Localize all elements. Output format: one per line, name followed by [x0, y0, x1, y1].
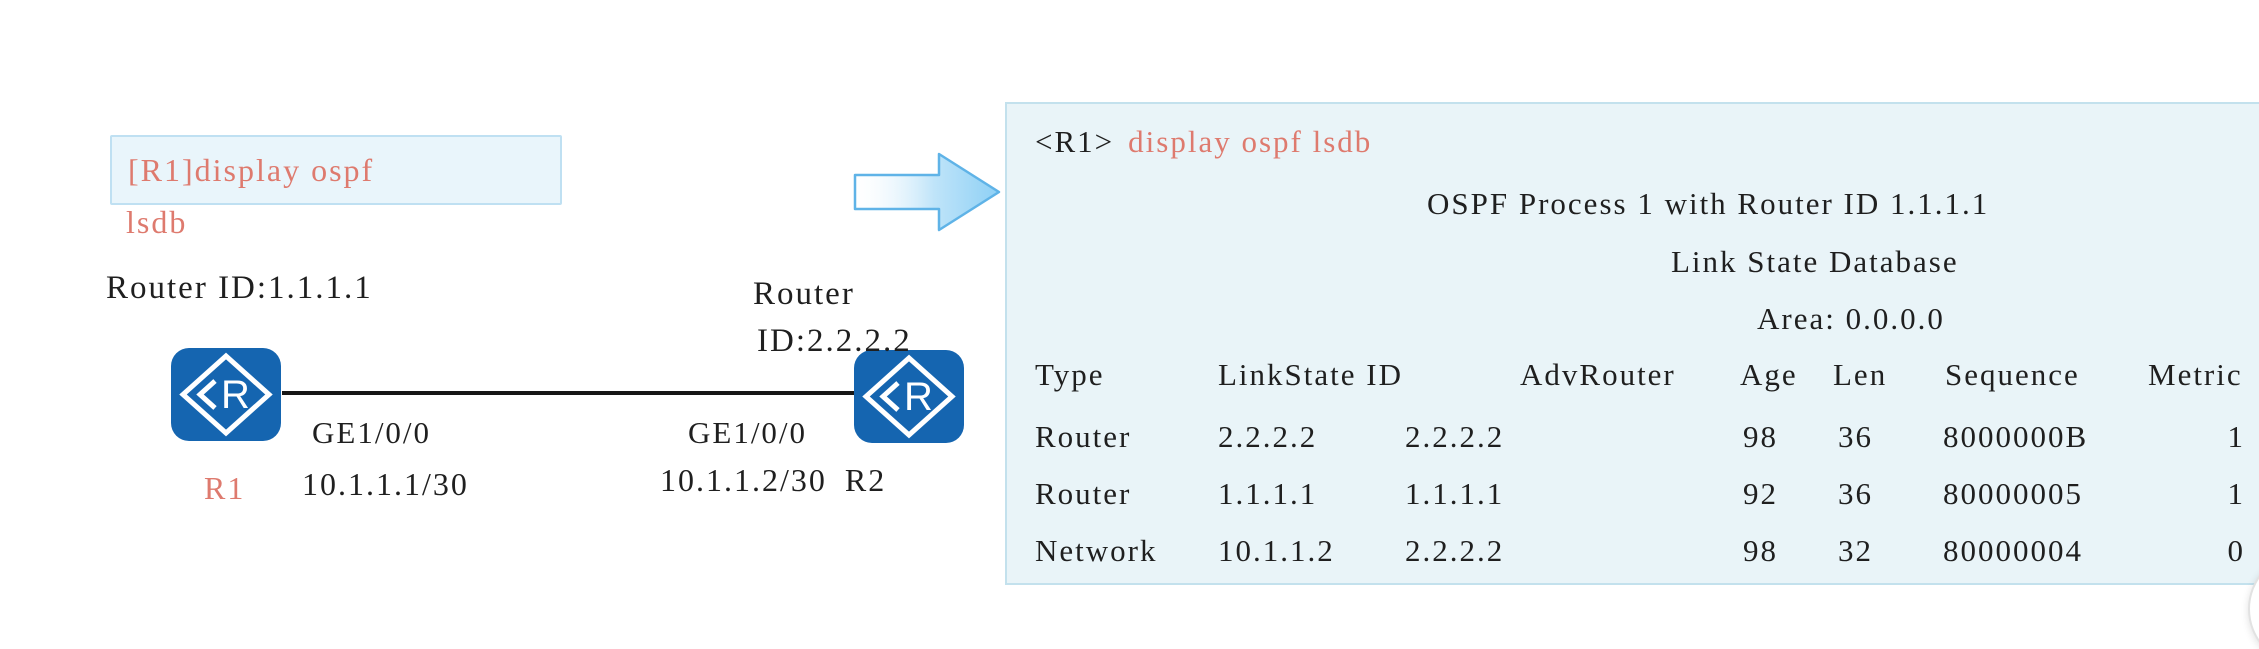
lsdb-row-cell: 1	[2227, 419, 2245, 454]
lsdb-row-cell: 32	[1838, 533, 1873, 568]
lsdb-header-linkstate-id: LinkState ID	[1218, 357, 1403, 392]
lsdb-row-cell: 10.1.1.2	[1218, 533, 1335, 568]
link-state-database-line: Link State Database	[1671, 244, 1959, 279]
router-icon: R	[854, 350, 964, 443]
r1-ip-label: 10.1.1.1/30	[302, 466, 469, 502]
lsdb-row-cell: 80000004	[1943, 533, 2083, 568]
lsdb-row-cell: 80000005	[1943, 476, 2083, 511]
svg-text:R: R	[904, 375, 933, 419]
lsdb-row-cell: 98	[1743, 419, 1778, 454]
command-callout-overflow: lsdb	[126, 204, 188, 240]
lsdb-row-cell: 2.2.2.2	[1405, 419, 1505, 454]
lsdb-row-cell: Network	[1035, 533, 1158, 568]
lsdb-row-cell: 92	[1743, 476, 1778, 511]
lsdb-row-cell: 1.1.1.1	[1405, 476, 1505, 511]
command-callout-box: [R1]display ospf	[110, 135, 562, 205]
lsdb-row-cell: 1.1.1.1	[1218, 476, 1318, 511]
r2-name-label: R2	[844, 462, 887, 498]
link-line	[282, 391, 855, 395]
r1-router-id-label: Router ID:1.1.1.1	[106, 270, 373, 306]
lsdb-row-cell: 36	[1838, 476, 1873, 511]
command-callout-text: [R1]display ospf	[128, 151, 375, 188]
lsdb-row-cell: 2.2.2.2	[1218, 419, 1318, 454]
r2-ip-label: 10.1.1.2/30	[660, 462, 827, 498]
lsdb-header-type: Type	[1035, 357, 1105, 392]
area-line: Area: 0.0.0.0	[1757, 301, 1945, 336]
router-r2-icon: R	[853, 349, 965, 444]
lsdb-row-cell: Router	[1035, 476, 1132, 511]
router-icon: R	[171, 348, 281, 441]
terminal-prompt-line: <R1> display ospf lsdb	[1035, 124, 1372, 160]
r2-router-id-label-line2: ID:2.2.2.2	[757, 323, 912, 359]
lsdb-header-metric: Metric	[2148, 357, 2243, 392]
lsdb-header-sequence: Sequence	[1945, 357, 2080, 392]
lsdb-row-cell: 0	[2227, 533, 2245, 568]
terminal-output-panel: <R1> display ospf lsdb OSPF Process 1 wit…	[1005, 102, 2259, 585]
r1-name-label: R1	[204, 470, 246, 506]
r2-ip-name-label: 10.1.1.2/30 R2	[660, 462, 886, 499]
lsdb-row-cell: 1	[2227, 476, 2245, 511]
r2-interface-label: GE1/0/0	[688, 415, 808, 450]
ospf-process-line: OSPF Process 1 with Router ID 1.1.1.1	[1427, 186, 1990, 221]
lsdb-header-advrouter: AdvRouter	[1520, 357, 1676, 392]
lsdb-row-cell: 8000000B	[1943, 419, 2089, 454]
terminal-prompt: <R1>	[1035, 124, 1115, 159]
lsdb-header-age: Age	[1740, 357, 1798, 392]
flow-arrow-icon	[853, 148, 1003, 236]
lsdb-row-cell: Router	[1035, 419, 1132, 454]
lsdb-row-cell: 2.2.2.2	[1405, 533, 1505, 568]
svg-text:R: R	[221, 373, 250, 417]
r2-router-id-label-line1: Router	[753, 276, 855, 312]
router-r1-icon: R	[170, 347, 282, 442]
r1-interface-label: GE1/0/0	[312, 415, 432, 450]
lsdb-header-len: Len	[1833, 357, 1888, 392]
lsdb-row-cell: 36	[1838, 419, 1873, 454]
lsdb-row-cell: 98	[1743, 533, 1778, 568]
terminal-command: display ospf lsdb	[1128, 124, 1373, 159]
